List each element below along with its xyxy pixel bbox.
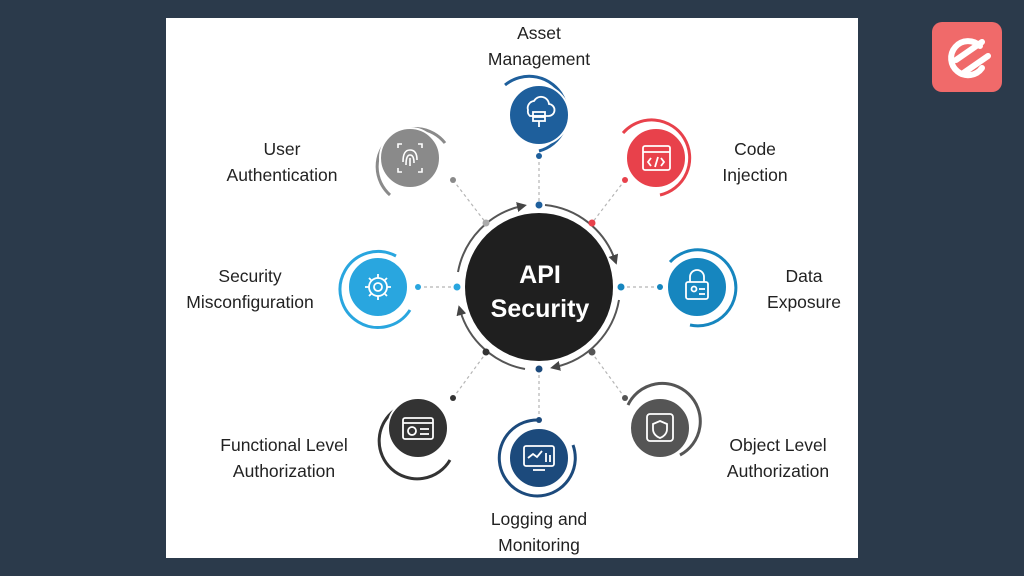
label-line: Misconfiguration: [186, 292, 314, 312]
label-line: Management: [487, 49, 591, 69]
label-line: Authorization: [232, 461, 336, 481]
center-title: API Security: [470, 258, 610, 326]
monitor-chart-icon: [523, 445, 555, 471]
label-line: Exposure: [767, 292, 841, 312]
cloud-database-icon: [526, 95, 556, 127]
label-functional-level-authorization: Functional Level Authorization: [205, 432, 363, 484]
lock-user-icon: [685, 269, 709, 300]
node-asset-management: [504, 74, 570, 159]
shield-window-icon: [646, 413, 674, 442]
label-line: Authentication: [226, 165, 338, 185]
label-line: User: [263, 139, 301, 159]
fingerprint-icon: [397, 143, 423, 173]
label-asset-management: Asset Management: [460, 20, 618, 72]
center-hub: [465, 213, 613, 361]
id-card-icon: [402, 417, 434, 440]
label-security-misconfiguration: Security Misconfiguration: [170, 263, 330, 315]
label-line: Object Level: [729, 435, 827, 455]
center-title-line1: API: [519, 261, 561, 289]
label-line: Injection: [722, 165, 788, 185]
label-data-exposure: Data Exposure: [755, 263, 853, 315]
label-line: Security: [218, 266, 282, 286]
node-user-authentication: [375, 127, 456, 197]
gear-icon: [365, 274, 391, 300]
label-line: Code: [734, 139, 776, 159]
label-logging-and-monitoring: Logging and Monitoring: [470, 506, 608, 558]
brand-logo: [932, 22, 1002, 92]
center-title-line2: Security: [490, 295, 590, 323]
label-line: Data: [785, 266, 823, 286]
label-code-injection: Code Injection: [705, 136, 805, 188]
node-logging-and-monitoring: [497, 417, 577, 498]
node-code-injection: [621, 118, 692, 197]
label-line: Monitoring: [498, 535, 580, 555]
label-user-authentication: User Authentication: [210, 136, 354, 188]
label-object-level-authorization: Object Level Authorization: [708, 432, 848, 484]
code-window-icon: [642, 145, 671, 171]
label-line: Logging and: [490, 509, 588, 529]
node-security-misconfiguration: [338, 250, 421, 329]
node-data-exposure: [657, 248, 738, 328]
node-object-level-authorization: [622, 381, 702, 459]
label-line: Asset: [517, 23, 561, 43]
node-functional-level-authorization: [377, 395, 456, 481]
label-line: Functional Level: [220, 435, 348, 455]
label-line: Authorization: [726, 461, 830, 481]
